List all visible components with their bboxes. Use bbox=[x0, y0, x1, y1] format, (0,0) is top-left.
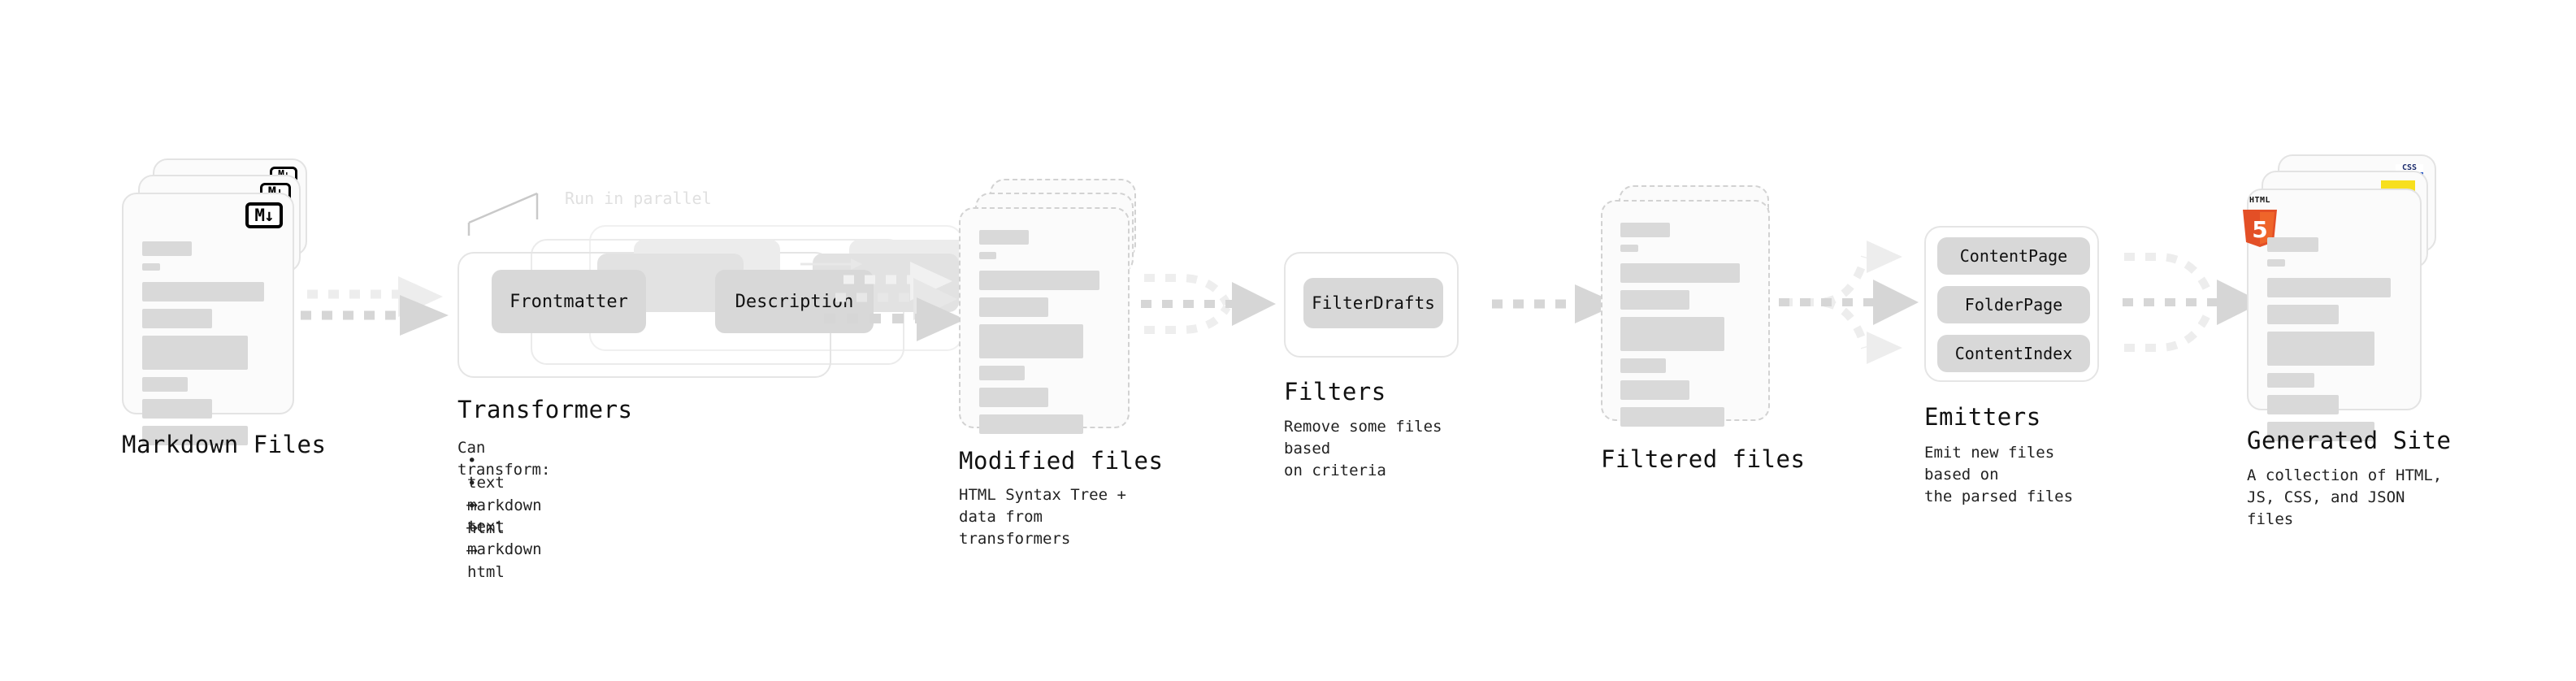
stage-filtered-files: Filtered files bbox=[1601, 185, 1805, 473]
modified-subtitle: HTML Syntax Tree + data from transformer… bbox=[959, 486, 1126, 548]
transformers-bullet-2: • html ⟶ html bbox=[467, 497, 505, 581]
markdown-card-front: M↓ bbox=[122, 193, 294, 445]
skeleton-bar bbox=[2267, 395, 2339, 414]
transformers-title: Transformers bbox=[458, 396, 633, 423]
generated-title: Generated Site bbox=[2247, 427, 2452, 454]
filtered-card-front bbox=[1601, 200, 1770, 427]
svg-text:5: 5 bbox=[2252, 216, 2267, 243]
html5-icon-word: HTML bbox=[2249, 196, 2271, 205]
emitters-title: Emitters bbox=[1924, 403, 2041, 431]
skeleton-bar bbox=[141, 336, 248, 370]
filtered-skeleton-body bbox=[1620, 223, 1753, 434]
skeleton-bar bbox=[141, 399, 213, 419]
filters-subtitle: Remove some files based on criteria bbox=[1284, 418, 1442, 479]
skeleton-bar bbox=[978, 366, 1025, 380]
skeleton-bar bbox=[1620, 317, 1724, 351]
emitters-pill-folderpage-label: FolderPage bbox=[1964, 295, 2063, 314]
markdown-badge-letter: M bbox=[254, 205, 265, 225]
run-in-parallel-label: Run in parallel bbox=[565, 189, 712, 208]
generated-skeleton-body bbox=[2267, 237, 2405, 449]
skeleton-bar bbox=[141, 426, 248, 445]
skeleton-bar bbox=[141, 241, 193, 256]
skeleton-bar bbox=[141, 377, 189, 392]
skeleton-bar bbox=[2267, 373, 2314, 388]
skeleton-bar bbox=[1620, 263, 1741, 283]
skeleton-bar bbox=[1620, 407, 1724, 427]
filtered-title: Filtered files bbox=[1601, 445, 1806, 473]
skeleton-bar bbox=[1620, 380, 1690, 400]
skeleton-bar bbox=[141, 282, 264, 301]
run-in-parallel-leader bbox=[467, 192, 539, 236]
skeleton-bar bbox=[978, 230, 1029, 245]
transformer-pill-frontmatter-label: Frontmatter bbox=[510, 291, 628, 312]
css-badge-label: CSS bbox=[2401, 163, 2418, 172]
transformers-bullet-0: • text ⟶ text bbox=[467, 452, 505, 536]
skeleton-bar bbox=[141, 309, 213, 328]
stage-filters: FilterDrafts Filters Remove some files b… bbox=[1284, 252, 1459, 479]
markdown-card-stack: M↓ M↓ M↓ bbox=[122, 158, 317, 445]
emitters-subtitle: Emit new files based on the parsed files bbox=[1924, 444, 2074, 505]
stage-emitters: ContentPage FolderPage ContentIndex Emit… bbox=[1924, 226, 2099, 505]
emitters-pill-contentpage-label: ContentPage bbox=[1959, 246, 2068, 266]
skeleton-bar bbox=[1620, 223, 1670, 237]
skeleton-bar bbox=[2267, 259, 2286, 267]
skeleton-bar bbox=[978, 252, 997, 259]
emitters-pill-contentpage[interactable]: ContentPage bbox=[1937, 237, 2090, 275]
skeleton-bar bbox=[2267, 332, 2374, 366]
transformer-pill-frontmatter[interactable]: Frontmatter bbox=[492, 270, 646, 333]
markdown-skeleton-body bbox=[141, 241, 277, 453]
emitters-pill-folderpage[interactable]: FolderPage bbox=[1937, 286, 2090, 323]
transformer-pill-description-label: Description bbox=[735, 291, 854, 312]
skeleton-bar bbox=[2267, 278, 2392, 297]
arrow-filtered-to-emitters bbox=[1776, 229, 1938, 383]
skeleton-bar bbox=[2267, 422, 2374, 441]
arrow-modified-to-filters bbox=[1136, 258, 1290, 367]
skeleton-bar bbox=[2267, 305, 2339, 324]
skeleton-bar bbox=[2267, 237, 2318, 252]
transformers-bullet-1: • markdown ⟶ markdown bbox=[467, 475, 542, 558]
stage-modified-files: Modified files HTML Syntax Tree + data f… bbox=[959, 179, 1163, 548]
arrow-filters-to-filtered bbox=[1487, 281, 1625, 349]
skeleton-bar bbox=[1620, 358, 1666, 373]
filters-pill-filterdrafts[interactable]: FilterDrafts bbox=[1303, 278, 1443, 328]
filtered-card-stack bbox=[1601, 185, 1788, 429]
skeleton-bar bbox=[978, 414, 1084, 434]
skeleton-bar bbox=[978, 297, 1049, 317]
skeleton-bar bbox=[1620, 245, 1638, 252]
filters-group-box: FilterDrafts bbox=[1284, 252, 1459, 358]
arrow-markdown-to-transformers bbox=[301, 268, 463, 369]
stage-markdown-files: M↓ M↓ M↓ Markdown Files bbox=[122, 158, 326, 458]
emitters-group-box: ContentPage FolderPage ContentIndex bbox=[1924, 226, 2099, 382]
skeleton-bar bbox=[978, 271, 1099, 290]
arrow-emitters-to-generated bbox=[2119, 229, 2282, 383]
emitters-pill-contentindex[interactable]: ContentIndex bbox=[1937, 335, 2090, 372]
modified-title: Modified files bbox=[959, 447, 1164, 475]
filters-title: Filters bbox=[1284, 378, 1386, 406]
arrow-transformers-to-modified bbox=[821, 258, 975, 367]
markdown-badge: M↓ bbox=[245, 202, 283, 228]
stage-generated-site: CSS HTML 5 Generated Site A collec bbox=[2243, 154, 2451, 528]
markdown-badge-arrow: ↓ bbox=[264, 205, 275, 225]
modified-card-front bbox=[959, 207, 1130, 434]
generated-card-front: HTML 5 bbox=[2243, 189, 2422, 441]
generated-card-stack: CSS HTML 5 bbox=[2243, 154, 2450, 441]
skeleton-bar bbox=[1620, 290, 1690, 310]
modified-card-stack bbox=[959, 179, 1146, 434]
skeleton-bar bbox=[141, 263, 160, 271]
generated-subtitle: A collection of HTML, JS, CSS, and JSON … bbox=[2247, 466, 2443, 528]
markdown-title: Markdown Files bbox=[122, 431, 327, 458]
skeleton-bar bbox=[978, 324, 1084, 358]
transformers-subtitle: Can transform: bbox=[458, 439, 551, 479]
emitters-pill-contentindex-label: ContentIndex bbox=[1954, 344, 2073, 363]
filters-pill-filterdrafts-label: FilterDrafts bbox=[1312, 293, 1435, 313]
modified-skeleton-body bbox=[978, 230, 1113, 441]
skeleton-bar bbox=[978, 388, 1049, 407]
